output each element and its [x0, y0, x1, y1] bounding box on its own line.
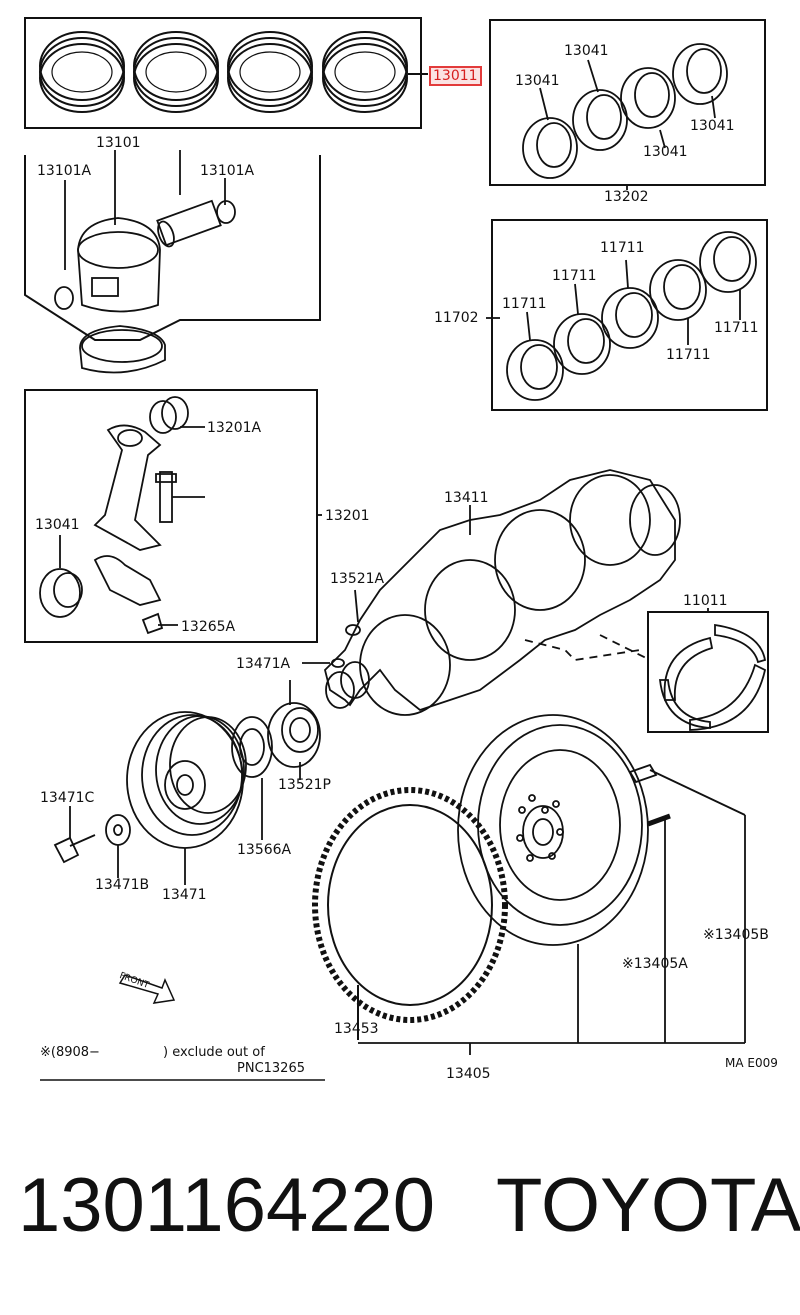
label-main-bearing-set[interactable]: 11702 [434, 310, 479, 326]
label-timing-pulley[interactable]: 13521P [278, 777, 331, 793]
label-con-rod-bearing-right[interactable]: 13041 [690, 118, 735, 134]
label-crank-pulley-bolt[interactable]: 13471C [40, 790, 95, 806]
label-snap-ring-left[interactable]: 13101A [37, 163, 92, 179]
label-con-rod-bearing-rod[interactable]: 13041 [35, 517, 80, 533]
con-rod-box [24, 389, 318, 643]
note-pnc: PNC13265 [237, 1061, 305, 1076]
label-con-rod-bushing[interactable]: 13201A [207, 420, 262, 436]
label-main-bearing-4[interactable]: 11711 [714, 320, 759, 336]
label-piston[interactable]: 13101 [96, 135, 141, 151]
piston-box [24, 155, 321, 341]
con-rod-group [39, 396, 322, 635]
note-suffix: ) exclude out of [163, 1045, 265, 1060]
parts-diagram [24, 17, 769, 1081]
label-snap-ring-right[interactable]: 13101A [200, 163, 255, 179]
label-flywheel-pin[interactable]: ※13405A [622, 956, 688, 972]
thrust-washers [658, 608, 767, 731]
label-ring-gear[interactable]: 13453 [334, 1021, 379, 1037]
con-rod-bearings [522, 43, 728, 190]
label-con-rod-bearing-left[interactable]: 13041 [515, 73, 560, 89]
label-main-bearing-3[interactable]: 11711 [502, 296, 547, 312]
label-crank-key[interactable]: 13521A [330, 571, 385, 587]
label-crank-pulley[interactable]: 13471 [162, 887, 207, 903]
label-main-bearing-5[interactable]: 11711 [666, 347, 711, 363]
label-piston-ring-set[interactable]: 13011 [429, 66, 482, 86]
note-prefix: ※(8908− [40, 1045, 100, 1060]
brand-name: TOYOTA [496, 1163, 800, 1248]
label-main-bearing-1[interactable]: 11711 [600, 240, 645, 256]
piston-group [54, 150, 236, 374]
main-bearings [486, 231, 757, 401]
label-con-rod-bearing-set[interactable]: 13202 [604, 189, 649, 205]
crank-pulley-drawing [53, 711, 247, 885]
label-crank-pulley-plate[interactable]: 13471B [95, 877, 150, 893]
label-con-rod-nut[interactable]: 13265A [181, 619, 236, 635]
main-bearing-box [491, 219, 768, 411]
part-number: 1301164220 [18, 1163, 436, 1248]
crankshaft-drawing [302, 469, 681, 716]
piston-rings [39, 31, 428, 113]
ring-gear-drawing [312, 787, 508, 1040]
label-con-rod-bearing-bottom[interactable]: 13041 [643, 144, 688, 160]
label-connecting-rod[interactable]: 13201 [325, 508, 370, 524]
label-con-rod-bearing-top[interactable]: 13041 [564, 43, 609, 59]
label-flywheel-bolt[interactable]: ※13405B [703, 927, 769, 943]
label-crankshaft[interactable]: 13411 [444, 490, 489, 506]
label-crank-pulley-key[interactable]: 13471A [236, 656, 291, 672]
label-main-bearing-2[interactable]: 11711 [552, 268, 597, 284]
diagram-code: MA E009 [725, 1056, 778, 1070]
thrust-washer-box [647, 611, 769, 733]
label-flywheel[interactable]: 13405 [446, 1066, 491, 1082]
flywheel-drawing [358, 714, 746, 1055]
label-thrust-washer-set[interactable]: 11011 [683, 593, 728, 609]
con-rod-bearing-box [489, 19, 766, 186]
label-timing-sensor-plate[interactable]: 13566A [237, 842, 292, 858]
front-arrow-shape [118, 974, 176, 1004]
